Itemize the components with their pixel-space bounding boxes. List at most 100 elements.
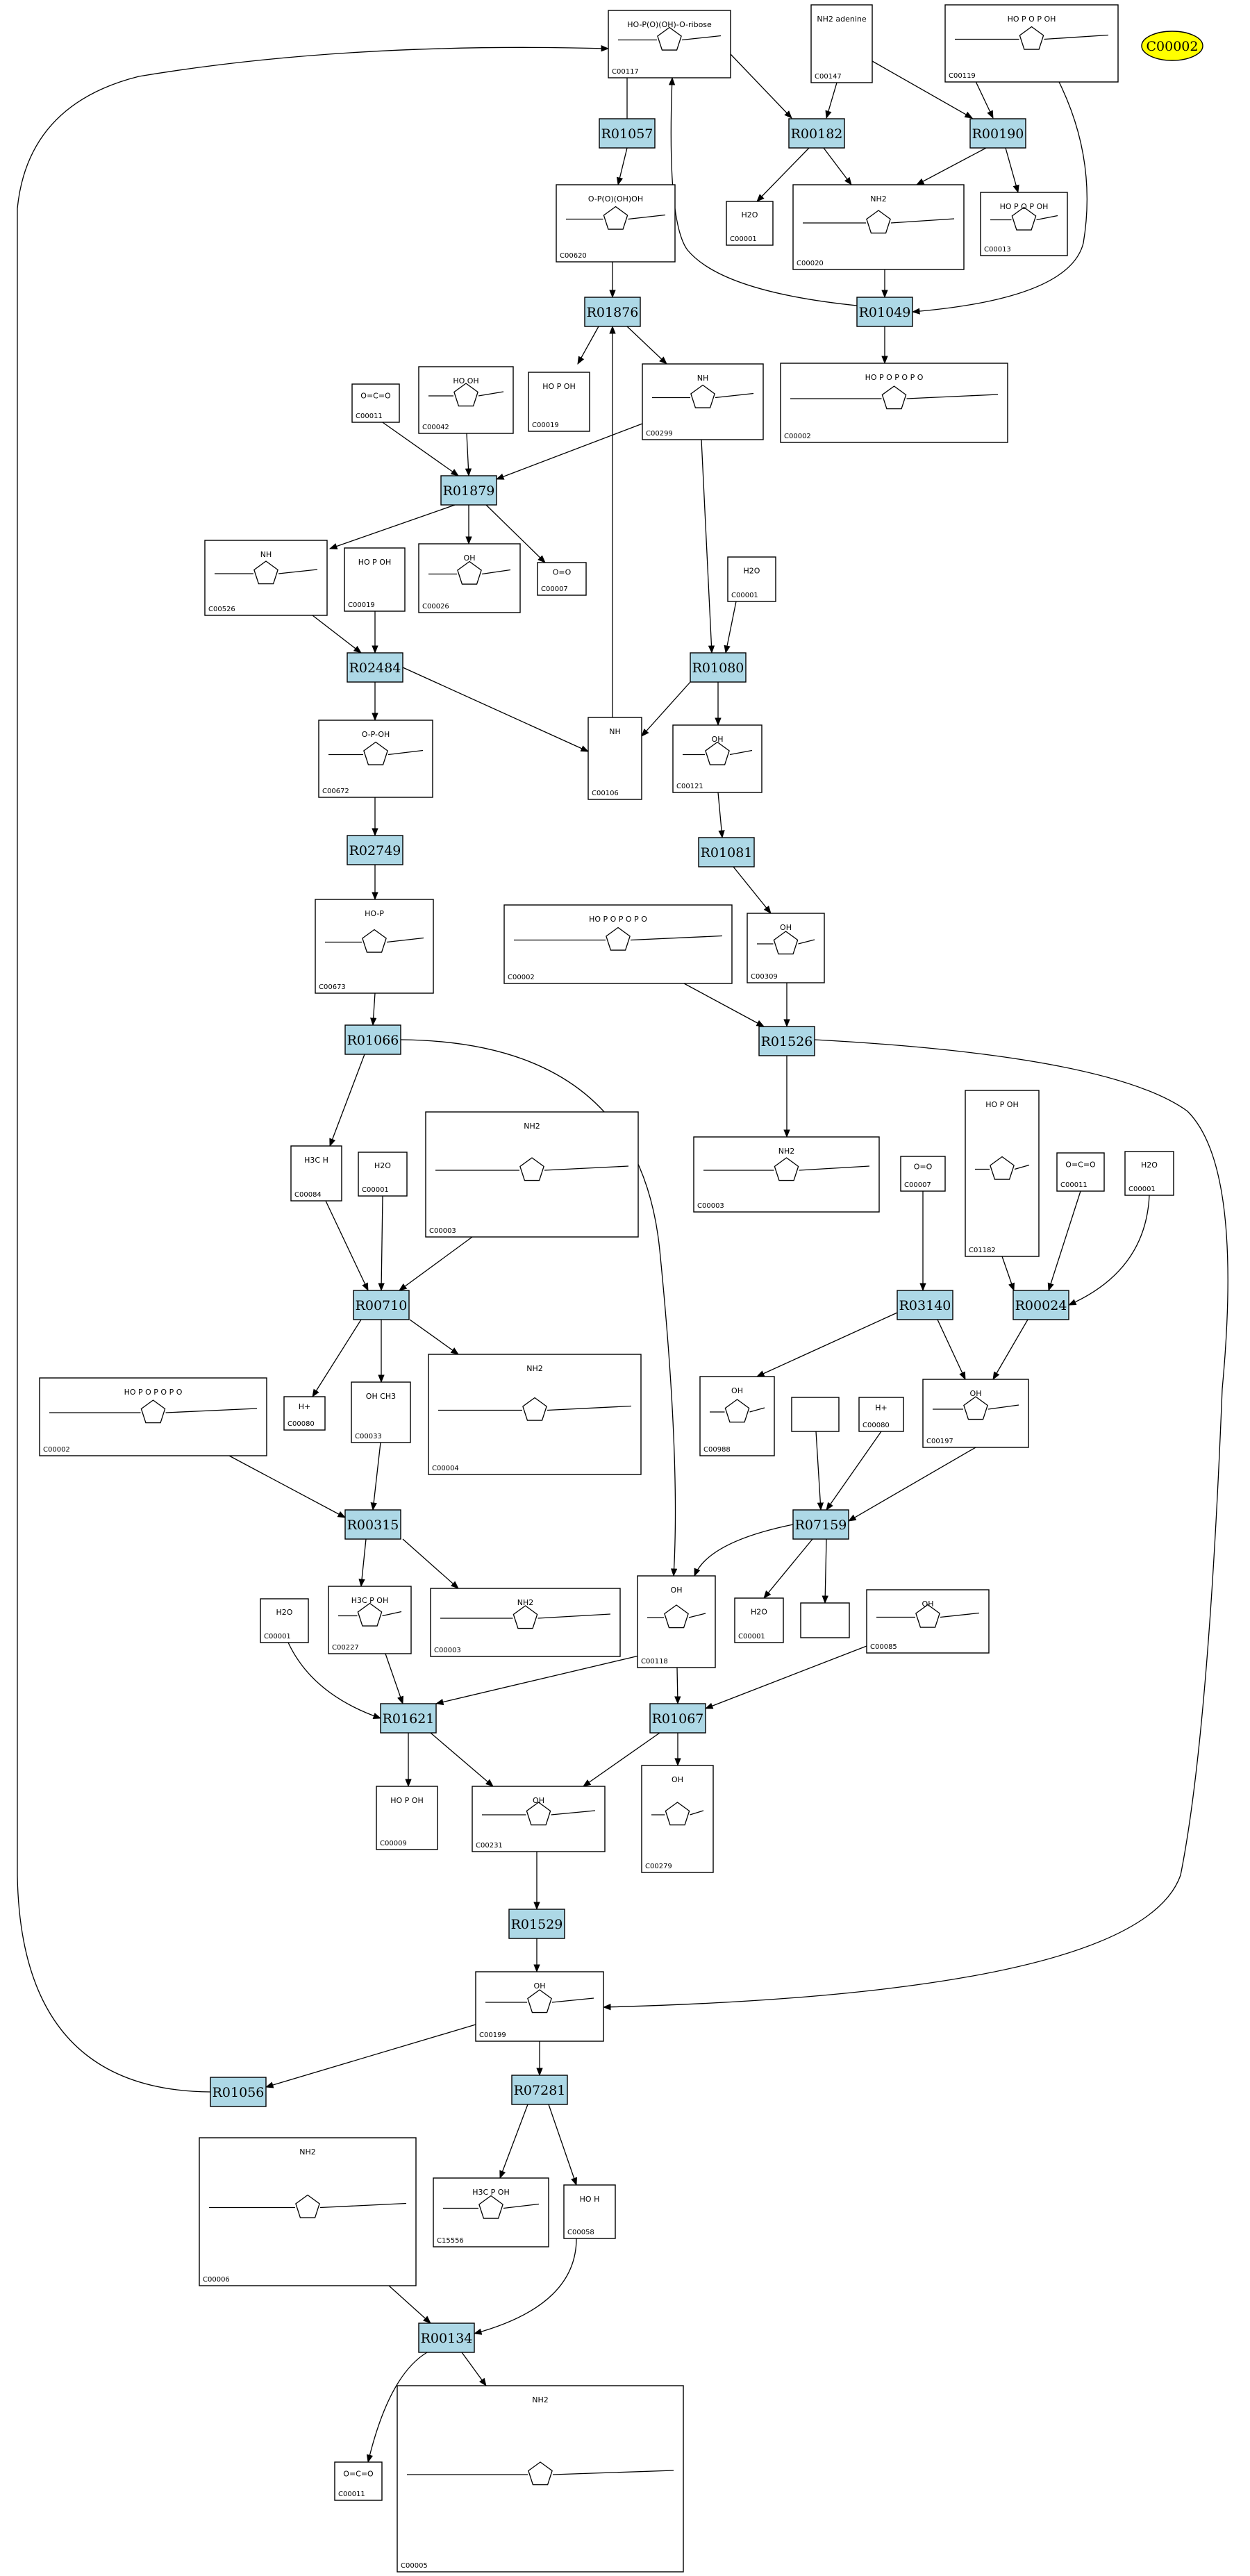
compound-node[interactable]: H+C00080	[858, 1397, 904, 1432]
edge	[402, 667, 590, 752]
edge	[400, 1039, 678, 1577]
reaction-node[interactable]: R01876	[584, 297, 641, 327]
reaction-node[interactable]: R01067	[649, 1703, 706, 1734]
reaction-node[interactable]: R01056	[210, 2077, 267, 2107]
reaction-node[interactable]: R03140	[897, 1290, 953, 1320]
reaction-node[interactable]: R01081	[698, 837, 755, 867]
compound-formula: H2O	[276, 1608, 293, 1617]
reaction-label: R07281	[514, 2083, 566, 2098]
compound-node[interactable]: H+C00080	[283, 1396, 326, 1431]
reaction-label: R01879	[443, 483, 495, 499]
compound-id-label: C00001	[264, 1633, 291, 1640]
edge	[730, 53, 792, 119]
highlight-node[interactable]: C00002	[1141, 31, 1203, 61]
reaction-node[interactable]: R07281	[511, 2075, 568, 2105]
edge	[911, 81, 1088, 315]
reaction-node[interactable]: R02484	[347, 652, 403, 683]
edge	[1047, 1190, 1081, 1292]
compound-formula: H+	[875, 1403, 888, 1412]
edge	[402, 1538, 459, 1589]
compound-formula: HO P OH	[358, 558, 392, 567]
edge	[815, 1431, 824, 1511]
edge	[329, 1054, 365, 1147]
reaction-node[interactable]: R00182	[788, 118, 845, 149]
edges-layer	[17, 45, 1228, 2463]
reaction-node[interactable]: R01049	[856, 297, 913, 327]
reaction-label: R02749	[349, 843, 401, 858]
reaction-node[interactable]: R01057	[599, 118, 656, 149]
reaction-node[interactable]: R01066	[344, 1024, 401, 1055]
compound-id-label: C00019	[532, 422, 559, 429]
compound-node[interactable]: H2O C00001	[260, 1598, 309, 1643]
edge	[583, 1732, 660, 1787]
reaction-node[interactable]: R07159	[792, 1509, 849, 1540]
reaction-node[interactable]: R00710	[353, 1290, 410, 1320]
reaction-node[interactable]: R02749	[347, 835, 403, 865]
reaction-node[interactable]: R00024	[1012, 1290, 1069, 1320]
reaction-node[interactable]: R01080	[690, 652, 747, 683]
reaction-node[interactable]: R01879	[440, 475, 497, 506]
reaction-node[interactable]: R01621	[380, 1703, 437, 1734]
reaction-node[interactable]: R00315	[344, 1509, 401, 1540]
reaction-node[interactable]: R01529	[508, 1909, 565, 1939]
compound-id-label: C00033	[355, 1433, 382, 1440]
compound-node[interactable]	[791, 1397, 840, 1432]
reaction-node[interactable]: R00190	[969, 118, 1026, 149]
reaction-node[interactable]: R00134	[418, 2322, 475, 2353]
compound-formula: HO-P	[365, 909, 384, 918]
edge	[756, 1312, 898, 1377]
reaction-node[interactable]: R01526	[758, 1026, 815, 1056]
compound-node[interactable]	[800, 1602, 850, 1638]
